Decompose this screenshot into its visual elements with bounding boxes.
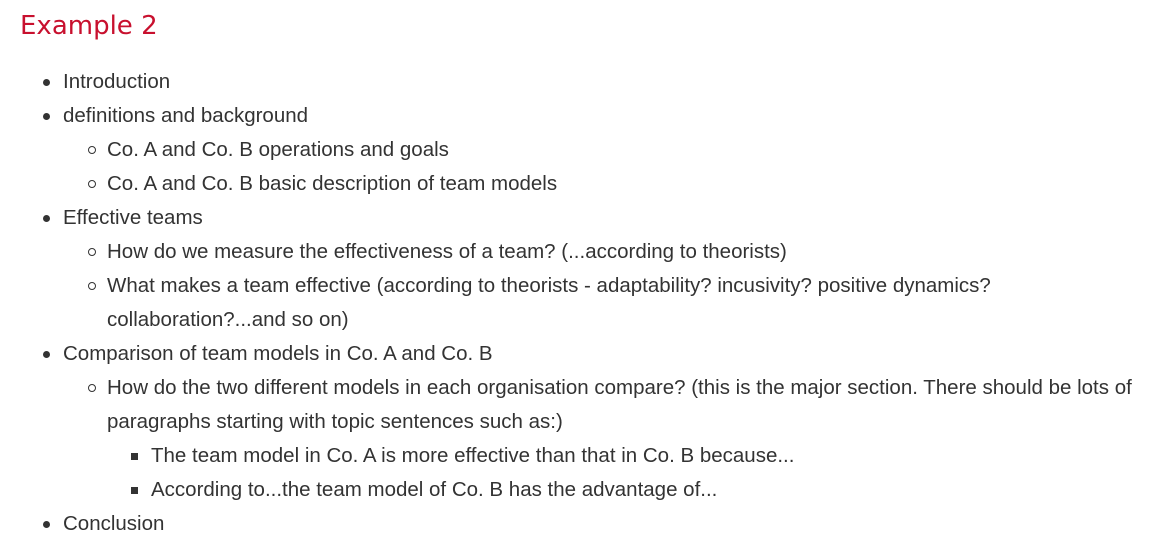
circle-bullet-icon: [88, 146, 96, 154]
sublist-item: Co. A and Co. B basic description of tea…: [63, 167, 1140, 201]
outline-item-text: definitions and background: [63, 104, 309, 127]
outline-item-text: Conclusion: [63, 512, 165, 535]
square-bullet-icon: [131, 453, 138, 460]
outline-item-effective-teams: Effective teams How do we measure the ef…: [0, 201, 1140, 337]
example-item: According to...the team model of Co. B h…: [107, 473, 1140, 507]
outline-item-text: Effective teams: [63, 206, 203, 229]
sublist-item: Co. A and Co. B operations and goals: [63, 133, 1140, 167]
effective-teams-sublist: How do we measure the effectiveness of a…: [63, 235, 1140, 337]
disc-bullet-icon: [43, 113, 50, 120]
sublist-item: How do we measure the effectiveness of a…: [63, 235, 1140, 269]
essay-outline: Introduction definitions and background …: [0, 65, 1140, 541]
disc-bullet-icon: [43, 351, 50, 358]
sublist-item-text: How do we measure the effectiveness of a…: [107, 240, 787, 263]
sublist-item-text: What makes a team effective (according t…: [107, 274, 991, 331]
sublist-item: What makes a team effective (according t…: [63, 269, 1140, 337]
sublist-item: How do the two different models in each …: [63, 371, 1140, 507]
square-bullet-icon: [131, 487, 138, 494]
outline-item-introduction: Introduction: [0, 65, 1140, 99]
example-item-text: According to...the team model of Co. B h…: [151, 478, 718, 501]
sublist-item-text: How do the two different models in each …: [107, 376, 1132, 433]
outline-item-definitions: definitions and background Co. A and Co.…: [0, 99, 1140, 201]
disc-bullet-icon: [43, 79, 50, 86]
section-heading: Example 2: [20, 11, 158, 41]
circle-bullet-icon: [88, 282, 96, 290]
circle-bullet-icon: [88, 248, 96, 256]
sublist-item-text: Co. A and Co. B basic description of tea…: [107, 172, 558, 195]
example-item-text: The team model in Co. A is more effectiv…: [151, 444, 795, 467]
disc-bullet-icon: [43, 521, 50, 528]
circle-bullet-icon: [88, 384, 96, 392]
outline-item-text: Introduction: [63, 70, 171, 93]
topic-sentence-examples: The team model in Co. A is more effectiv…: [107, 439, 1140, 507]
outline-item-comparison: Comparison of team models in Co. A and C…: [0, 337, 1140, 507]
example-item: The team model in Co. A is more effectiv…: [107, 439, 1140, 473]
sublist-item-text: Co. A and Co. B operations and goals: [107, 138, 449, 161]
outline-item-text: Comparison of team models in Co. A and C…: [63, 342, 493, 365]
comparison-sublist: How do the two different models in each …: [63, 371, 1140, 507]
definitions-sublist: Co. A and Co. B operations and goals Co.…: [63, 133, 1140, 201]
disc-bullet-icon: [43, 215, 50, 222]
outline-item-conclusion: Conclusion: [0, 507, 1140, 541]
circle-bullet-icon: [88, 180, 96, 188]
